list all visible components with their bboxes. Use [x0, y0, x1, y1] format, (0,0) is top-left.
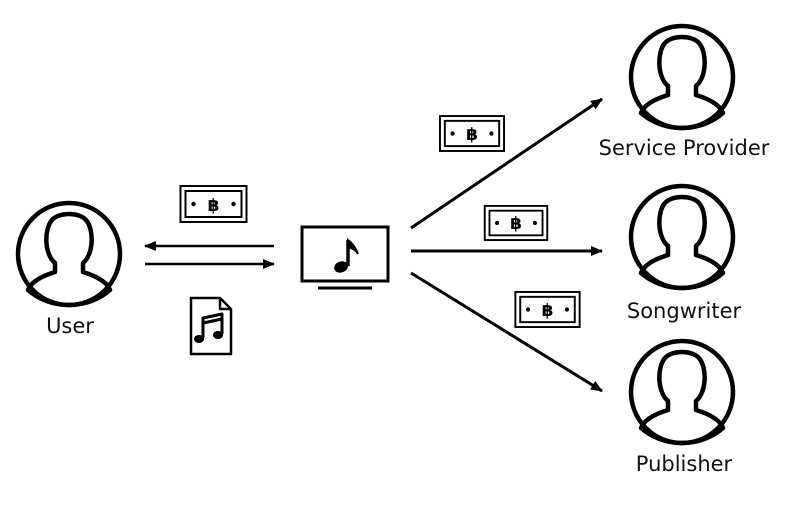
publisher-node: Publisher [631, 341, 733, 476]
money-bill-icon: ฿ [179, 185, 248, 223]
songwriter-avatar-icon [631, 186, 733, 288]
service-provider-label: Service Provider [599, 136, 770, 160]
service-provider-node: Service Provider [599, 26, 770, 160]
svg-text:฿: ฿ [510, 214, 522, 234]
arrow-to-publisher [410, 271, 603, 393]
service-provider-avatar-icon [631, 26, 733, 128]
publisher-avatar-icon [631, 341, 733, 443]
music-note-icon [334, 237, 359, 273]
music-platform-monitor-icon [300, 225, 390, 290]
music-file-icon [189, 296, 233, 356]
user-label: User [46, 314, 94, 338]
publisher-label: Publisher [636, 452, 733, 476]
user-avatar-icon [18, 203, 120, 305]
songwriter-node: Songwriter [627, 186, 742, 323]
svg-text:฿: ฿ [208, 196, 220, 216]
arrow-to-service-provider [410, 97, 603, 230]
money-bill-icon: ฿ [483, 205, 549, 241]
user-node: User [18, 203, 120, 338]
music-notes-icon [194, 312, 224, 343]
songwriter-label: Songwriter [627, 299, 742, 323]
svg-text:฿: ฿ [542, 301, 554, 321]
money-bill-icon: ฿ [514, 291, 581, 328]
money-bill-icon: ฿ [439, 115, 505, 152]
svg-text:฿: ฿ [466, 125, 478, 145]
